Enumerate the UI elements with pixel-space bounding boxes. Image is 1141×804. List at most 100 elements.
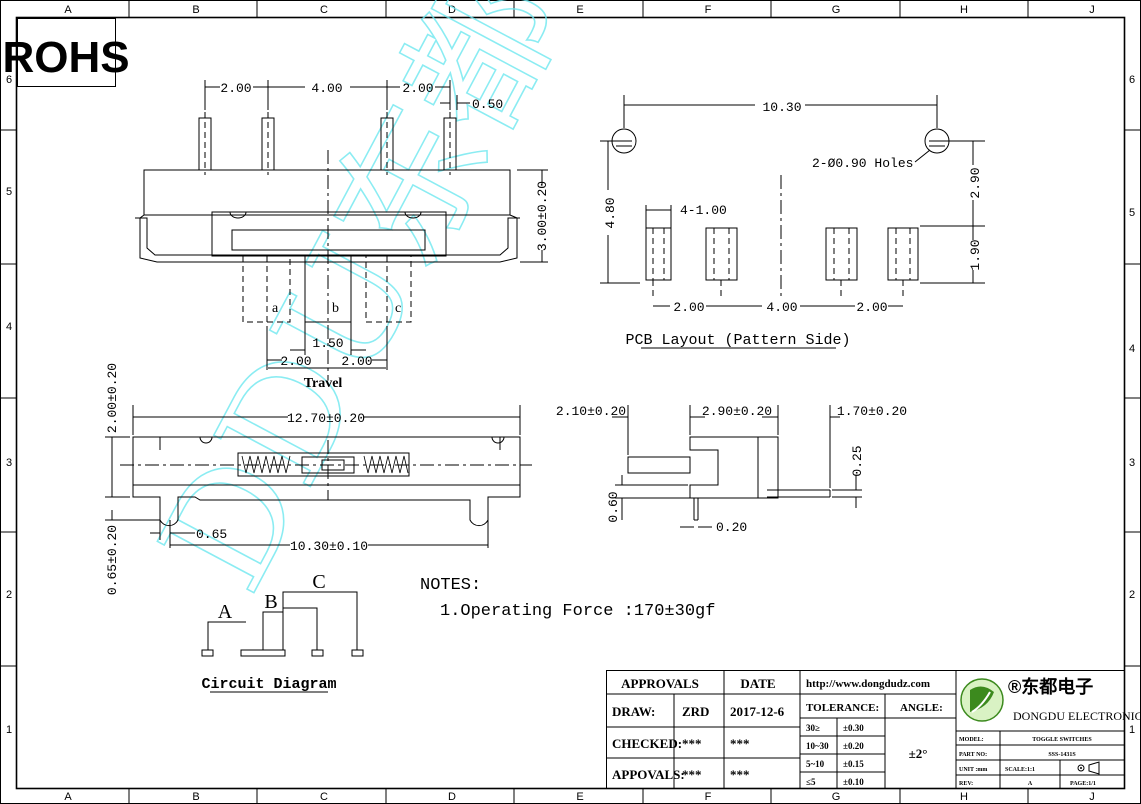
- dim-label: 4.00: [311, 81, 342, 96]
- company-url: http://www.dongdudz.com: [806, 678, 930, 690]
- tol-range: 5~10: [806, 759, 825, 769]
- rev-label: REV:: [959, 781, 973, 787]
- col-label: C: [320, 791, 328, 803]
- row-name: ***: [682, 767, 702, 782]
- dim-label: 2.00: [673, 300, 704, 315]
- dim-label: 0.20: [716, 520, 747, 535]
- angle-label: ANGLE:: [900, 702, 943, 714]
- part-label: PART NO:: [959, 752, 987, 758]
- dim-label: 4.00: [766, 300, 797, 315]
- dim-label: 2.00: [402, 81, 433, 96]
- scale-label: SCALE:1:1: [1005, 767, 1035, 773]
- dim-label: 0.60: [606, 491, 621, 522]
- row-date: ***: [730, 736, 750, 751]
- col-label: J: [1089, 791, 1095, 803]
- approvals-header: APPROVALS: [621, 676, 699, 691]
- pin-label: a: [272, 301, 279, 316]
- title-block: APPROVALS DATE DRAW: ZRD 2017-12-6 CHECK…: [606, 670, 1141, 789]
- dim-label: 1.70±0.20: [837, 404, 907, 419]
- note-item: 1.Operating Force :170±30gf: [440, 602, 715, 621]
- col-label: G: [832, 791, 841, 803]
- circuit-diagram: A B C Circuit Diagram: [201, 571, 364, 693]
- circuit-label: A: [218, 601, 233, 623]
- company-name-en: DONGDU ELECTRONICS: [1013, 709, 1141, 723]
- dim-label: 0.65: [196, 527, 227, 542]
- col-label: J: [1089, 4, 1095, 16]
- circuit-label: C: [312, 571, 325, 593]
- row-label: 3: [1129, 457, 1135, 469]
- rohs-text: ROHS: [2, 33, 129, 82]
- row-date: ***: [730, 767, 750, 782]
- travel-label: Travel: [304, 376, 343, 391]
- dim-label: 10.30: [762, 100, 801, 115]
- pin-label: c: [395, 301, 401, 316]
- tolerance-label: TOLERANCE:: [806, 702, 879, 714]
- company-logo: [960, 678, 1004, 722]
- row-label: 1: [6, 724, 12, 736]
- dim-label: 3.00±0.20: [535, 181, 550, 251]
- top-view: a b c 2.00 4.00 2.00 0.50 3.00±0.20: [135, 80, 550, 391]
- dim-label: 12.70±0.20: [287, 411, 365, 426]
- front-view: 2.00±0.20 12.70±0.20 0.65 10.30±0.10 0.6…: [105, 363, 532, 595]
- pin-label: b: [332, 301, 339, 316]
- col-label: F: [705, 791, 712, 803]
- page-label: PAGE:1/1: [1070, 781, 1096, 787]
- notes-title: NOTES:: [420, 576, 481, 595]
- tol-range: 10~30: [806, 741, 829, 751]
- dim-label: 2.00: [220, 81, 251, 96]
- circuit-label: B: [264, 591, 277, 613]
- row-label: 2: [1129, 589, 1135, 601]
- row-label: 2: [6, 589, 12, 601]
- dim-label: 2.00: [280, 354, 311, 369]
- unit-label: UNIT :mm: [959, 767, 987, 773]
- col-label: A: [64, 4, 72, 16]
- pcb-layout: 10.30 2-Ø0.90 Holes 4.80 4-1.00 2.90 1.9…: [600, 95, 985, 349]
- model-label: MODEL:: [959, 737, 984, 743]
- col-label: E: [576, 4, 583, 16]
- row-label: APPOVALS:: [612, 767, 685, 782]
- circuit-title: Circuit Diagram: [201, 676, 336, 693]
- row-date: 2017-12-6: [730, 704, 785, 719]
- col-label: C: [320, 4, 328, 16]
- notes: NOTES: 1.Operating Force :170±30gf: [420, 576, 715, 621]
- row-label: 1: [1129, 724, 1135, 736]
- dim-label: 2.00±0.20: [105, 363, 120, 433]
- dim-label: 0.25: [850, 445, 865, 476]
- row-label: 4: [1129, 343, 1135, 355]
- col-label: D: [448, 4, 456, 16]
- watermark: DDU东都: [127, 0, 595, 618]
- col-label: E: [576, 791, 583, 803]
- col-label: G: [832, 4, 841, 16]
- dim-label: 2-Ø0.90 Holes: [812, 156, 913, 171]
- col-label: H: [960, 4, 968, 16]
- col-label: D: [448, 791, 456, 803]
- dim-label: 4-1.00: [680, 203, 727, 218]
- row-label: 5: [6, 186, 12, 198]
- col-label: B: [192, 791, 199, 803]
- angle-value: ±2°: [909, 746, 928, 761]
- col-label: H: [960, 791, 968, 803]
- row-label: 3: [6, 457, 12, 469]
- dim-label: 1.90: [968, 239, 983, 270]
- col-label: F: [705, 4, 712, 16]
- rohs-badge: ROHS: [2, 18, 130, 87]
- tol-range: 30≥: [806, 723, 820, 733]
- pcb-title: PCB Layout (Pattern Side): [625, 332, 850, 349]
- row-label: 4: [6, 321, 12, 333]
- row-label: 6: [6, 74, 12, 86]
- dim-label: 2.00: [341, 354, 372, 369]
- row-name: ***: [682, 736, 702, 751]
- part-value: SSS-1431S: [1048, 752, 1076, 758]
- rev-value: A: [1028, 781, 1033, 787]
- dim-label: 0.65±0.20: [105, 525, 120, 595]
- side-view: 2.10±0.20 2.90±0.20 1.70±0.20 0.25 0.60 …: [556, 404, 907, 535]
- row-label: CHECKED:: [612, 736, 682, 751]
- svg-text:DDU东都: DDU东都: [128, 0, 595, 617]
- row-name: ZRD: [682, 704, 709, 719]
- row-label: DRAW:: [612, 704, 655, 719]
- row-label: 6: [1129, 74, 1135, 86]
- tol-range: ≤5: [806, 777, 816, 787]
- dim-label: 0.50: [472, 97, 503, 112]
- dim-label: 2.00: [856, 300, 887, 315]
